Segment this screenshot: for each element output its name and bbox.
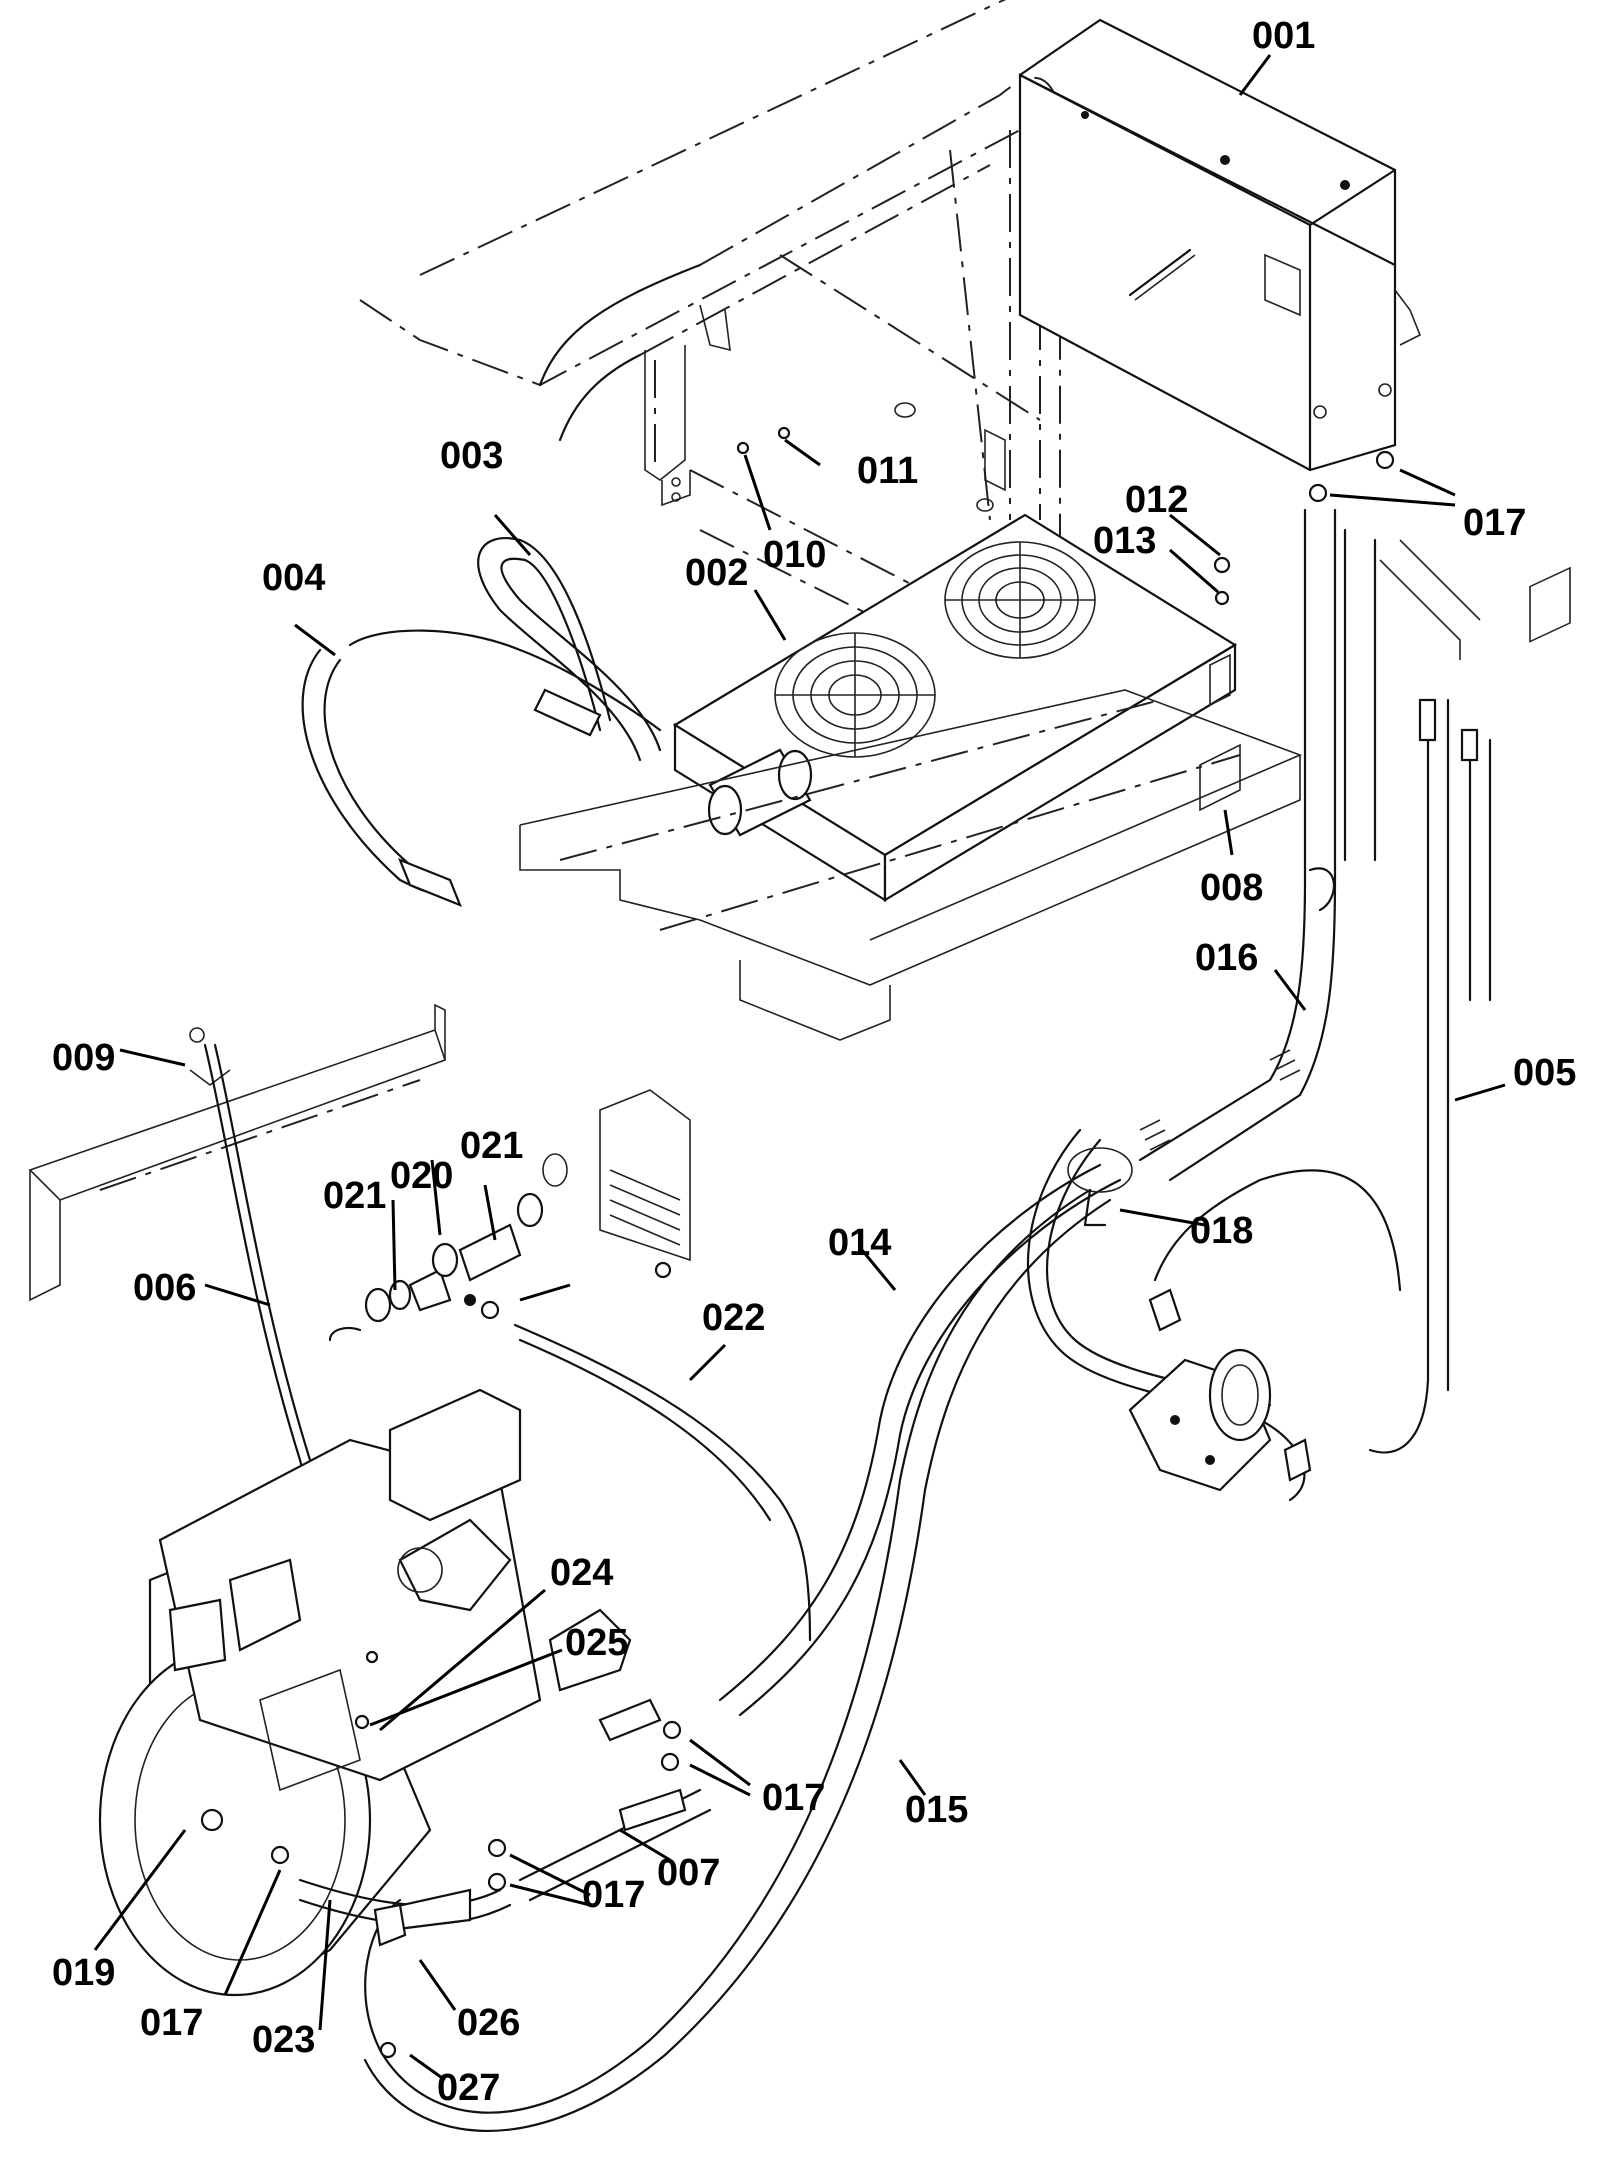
hose-022 [513, 1323, 812, 1642]
callout-020: 020 [390, 1155, 453, 1197]
callout-025: 025 [565, 1622, 628, 1664]
callout-008: 008 [1200, 867, 1263, 909]
callout-017-engine-upper: 017 [762, 1777, 825, 1819]
callout-009: 009 [52, 1037, 115, 1079]
callout-022: 022 [702, 1297, 765, 1339]
radiator [542, 1089, 691, 1262]
callout-010: 010 [763, 534, 826, 576]
decal-008 [1199, 743, 1241, 812]
callout-021-left: 021 [323, 1175, 386, 1217]
mounting-tray [519, 689, 1303, 1041]
callout-021-right: 021 [460, 1125, 523, 1167]
callout-013: 013 [1093, 520, 1156, 562]
callout-026: 026 [457, 2002, 520, 2044]
callout-015: 015 [905, 1789, 968, 1831]
hose-015 [363, 1188, 1112, 2132]
callout-014: 014 [828, 1222, 891, 1264]
callout-005: 005 [1513, 1052, 1576, 1094]
hose-mesh-marking-2 [1139, 1119, 1171, 1151]
callout-labels: 001 002 003 004 005 006 007 008 009 010 … [52, 15, 1576, 2109]
hose-mesh-marking [1269, 1049, 1301, 1081]
hose-014 [718, 1163, 1122, 1717]
callout-006: 006 [133, 1267, 196, 1309]
compressor [1128, 1288, 1312, 1492]
hose-003 [477, 537, 662, 762]
heater-fittings [328, 1192, 544, 1342]
callout-023: 023 [252, 2019, 315, 2061]
condenser-fan-left [774, 632, 936, 758]
callout-024: 024 [550, 1552, 613, 1594]
clamp-018 [1067, 1147, 1133, 1227]
callout-017-control-box: 017 [1463, 502, 1526, 544]
bracket-009 [28, 1003, 447, 1302]
callout-017-engine-left: 017 [140, 2002, 203, 2044]
callout-018: 018 [1190, 1210, 1253, 1252]
callout-016: 016 [1195, 937, 1258, 979]
hose-005 [1368, 698, 1492, 1454]
callout-007: 007 [657, 1852, 720, 1894]
control-box [1018, 18, 1422, 472]
callout-leaders [93, 54, 1506, 2082]
hardware [200, 426, 1395, 2059]
engine-hoses [298, 1698, 712, 1947]
callout-027: 027 [437, 2067, 500, 2109]
callout-011: 011 [857, 450, 918, 492]
callout-002: 002 [685, 552, 748, 594]
callout-012: 012 [1125, 479, 1188, 521]
callout-004: 004 [262, 557, 325, 599]
hose-004 [301, 629, 662, 907]
callout-003: 003 [440, 435, 503, 477]
callout-001: 001 [1252, 15, 1315, 57]
callout-019: 019 [52, 1952, 115, 1994]
engine [98, 1388, 632, 1997]
hose-bundle-016 [1138, 508, 1481, 1182]
condenser-fan-right [944, 541, 1096, 659]
callout-017-engine-lower: 017 [582, 1874, 645, 1916]
